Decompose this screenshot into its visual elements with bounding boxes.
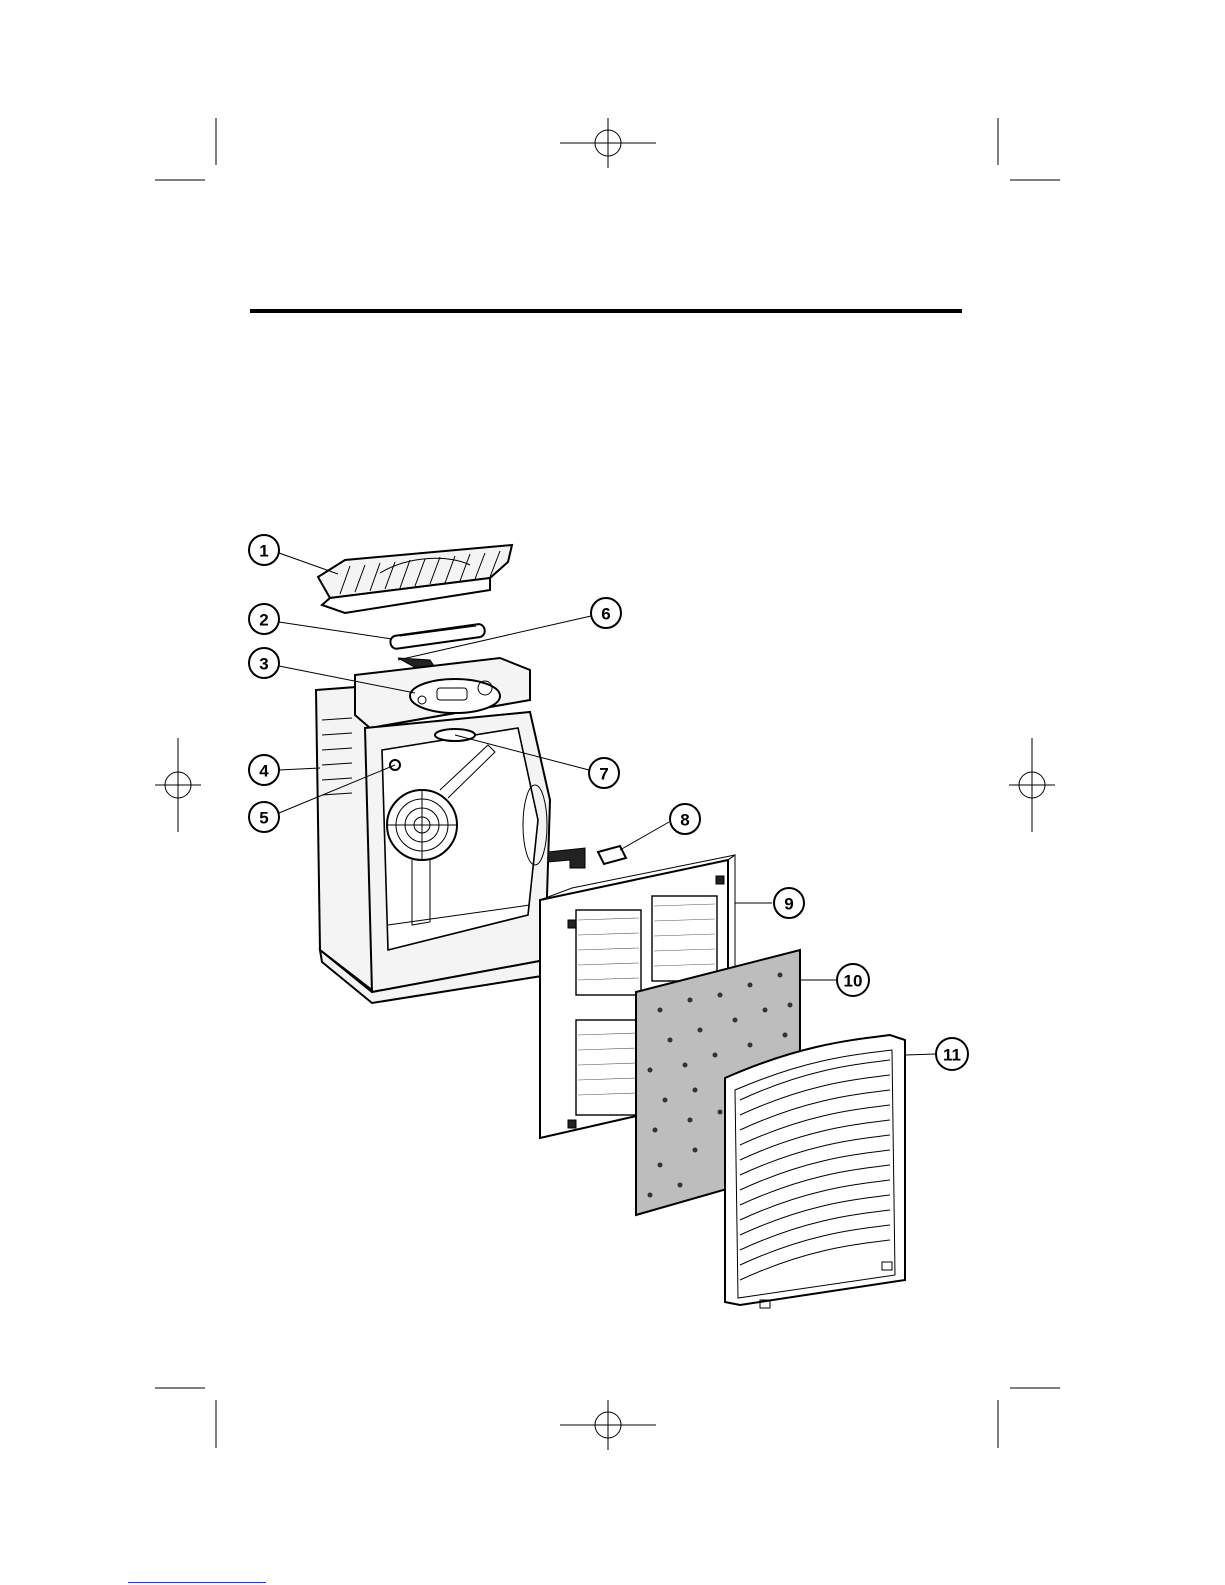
install-arrow	[548, 848, 585, 868]
svg-text:6: 6	[601, 605, 610, 624]
svg-text:9: 9	[784, 895, 793, 914]
top-grille-part	[318, 545, 512, 613]
svg-text:4: 4	[259, 762, 269, 781]
front-grille-part	[725, 1035, 905, 1308]
uv-lamp-part	[390, 623, 486, 649]
registration-mark-right	[1009, 738, 1055, 832]
purifier-housing	[316, 658, 550, 1003]
callout-2: 2	[249, 604, 279, 634]
svg-text:11: 11	[943, 1046, 961, 1065]
svg-text:1: 1	[259, 542, 268, 561]
svg-text:3: 3	[259, 655, 268, 674]
svg-text:7: 7	[599, 765, 608, 784]
callout-11: 11	[936, 1038, 968, 1070]
svg-text:5: 5	[259, 809, 268, 828]
registration-mark-top	[560, 118, 656, 168]
bottom-link-underline	[128, 1572, 266, 1583]
callout-1: 1	[249, 535, 279, 565]
svg-text:8: 8	[680, 811, 689, 830]
callout-3: 3	[249, 648, 279, 678]
callout-7: 7	[589, 758, 619, 788]
callout-8: 8	[670, 804, 700, 834]
registration-mark-left	[155, 738, 201, 832]
callout-6: 6	[591, 598, 621, 628]
callout-9: 9	[774, 888, 804, 918]
callout-5: 5	[249, 802, 279, 832]
svg-text:2: 2	[259, 611, 268, 630]
callout-4: 4	[249, 755, 279, 785]
svg-text:10: 10	[844, 972, 863, 991]
registration-mark-bottom	[560, 1400, 656, 1450]
callout-10: 10	[837, 964, 869, 996]
